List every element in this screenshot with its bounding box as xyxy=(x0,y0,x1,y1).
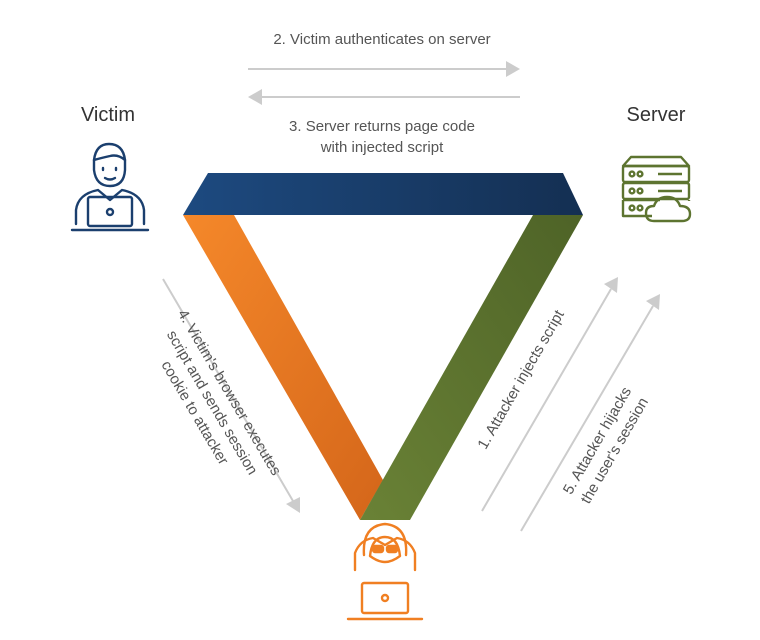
step-3-label-line1: 3. Server returns page code xyxy=(289,118,475,135)
step-3-label-line2: with injected script xyxy=(320,139,444,156)
server-cloud-icon xyxy=(621,155,692,223)
step-2-label: 2. Victim authenticates on server xyxy=(273,31,490,48)
arrow-victim-to-attacker xyxy=(162,278,300,513)
arrow-attacker-to-server xyxy=(481,277,618,512)
top-bar-blue xyxy=(183,173,583,215)
step-5-label: 5. Attacker hijacks the user's session xyxy=(560,384,652,507)
arrow-attacker-hijacks-session xyxy=(520,294,660,532)
arrow-server-to-victim xyxy=(248,89,520,105)
victim-label: Victim xyxy=(81,104,135,126)
user-laptop-icon xyxy=(70,142,150,232)
arrow-victim-to-server xyxy=(248,61,520,77)
hooded-hacker-laptop-icon xyxy=(346,522,424,621)
right-bar-green xyxy=(360,215,583,520)
server-label: Server xyxy=(627,104,686,126)
left-bar-orange xyxy=(183,215,383,520)
